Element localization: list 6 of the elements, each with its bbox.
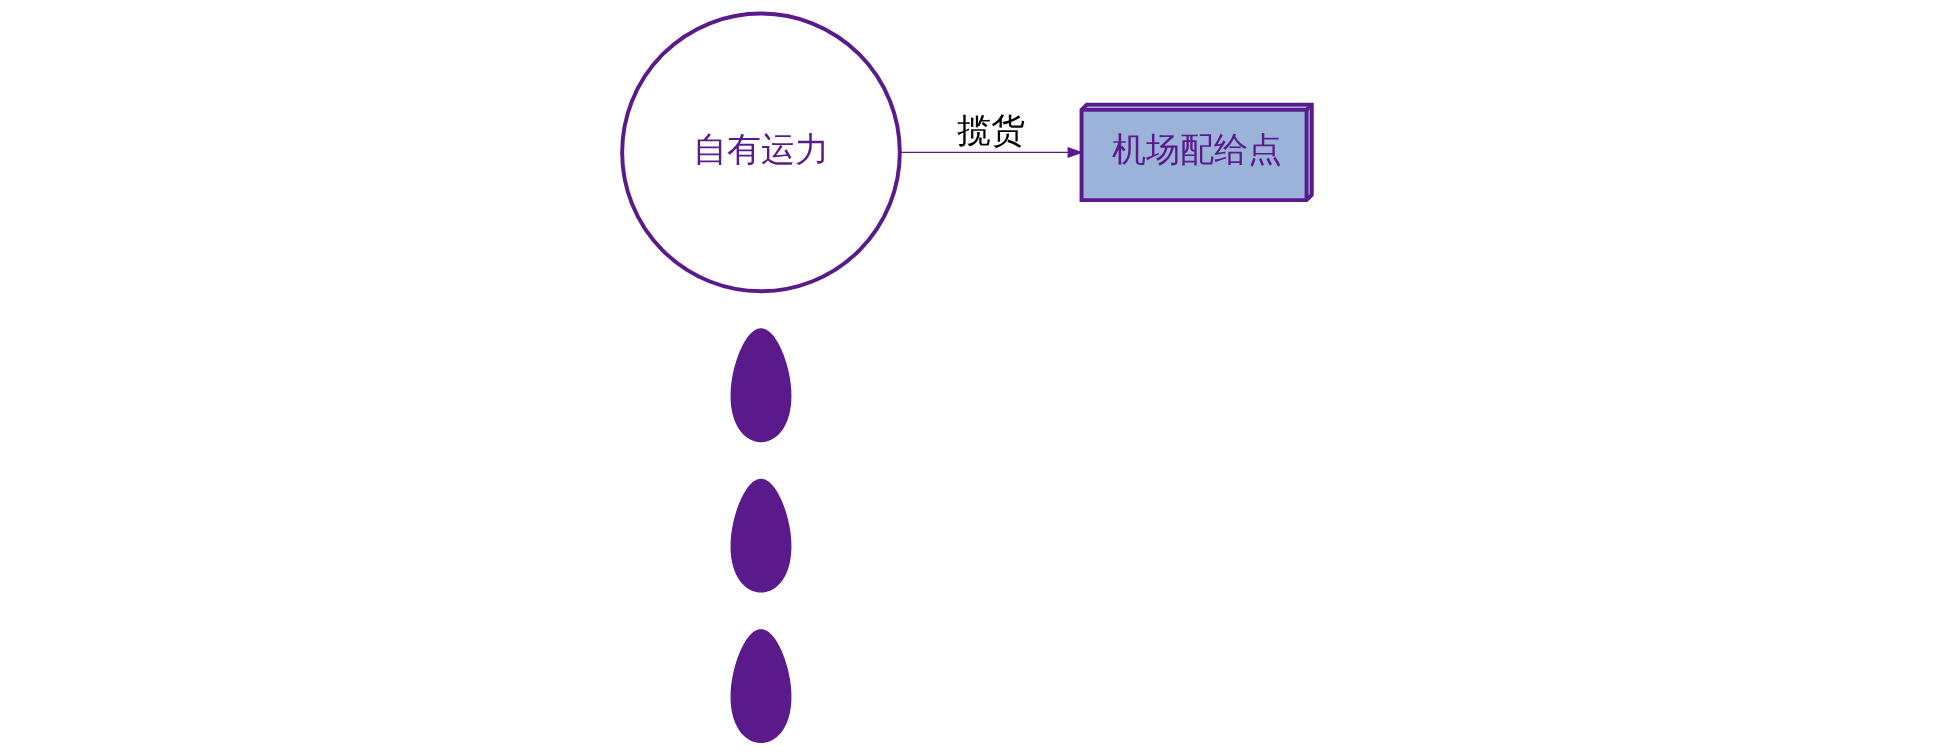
edge-label: 揽货 bbox=[956, 109, 1025, 150]
arrow bbox=[898, 146, 1083, 158]
node-person bbox=[730, 629, 791, 743]
node-person bbox=[730, 328, 791, 443]
node-person bbox=[730, 478, 791, 593]
node-circle: 自有运力 bbox=[619, 11, 902, 294]
